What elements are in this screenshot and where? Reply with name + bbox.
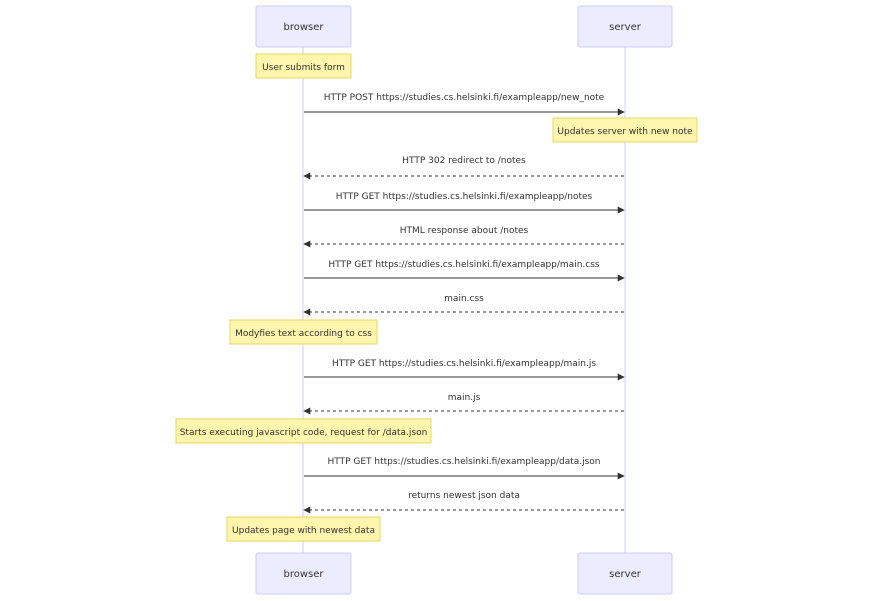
message-json-data-label: returns newest json data xyxy=(408,491,520,501)
server-actor-top-label: server xyxy=(609,22,642,33)
message-post-new-note: HTTP POST https://studies.cs.helsinki.fi… xyxy=(304,93,625,116)
note-updates-page: Updates page with newest data xyxy=(226,516,381,542)
note-starts-executing-label: Starts executing javascript code, reques… xyxy=(180,428,428,438)
message-main-js: main.js xyxy=(303,393,624,415)
note-user-submits-form-label: User submits form xyxy=(262,63,345,73)
message-get-main-css-label: HTTP GET https://studies.cs.helsinki.fi/… xyxy=(328,260,599,270)
message-get-data-json-label: HTTP GET https://studies.cs.helsinki.fi/… xyxy=(327,457,600,467)
message-get-main-css: HTTP GET https://studies.cs.helsinki.fi/… xyxy=(304,260,625,282)
message-redirect-302-label: HTTP 302 redirect to /notes xyxy=(402,156,526,166)
message-html-response-label: HTML response about /notes xyxy=(400,226,529,236)
note-updates-server: Updates server with new note xyxy=(552,117,698,143)
message-main-css: main.css xyxy=(303,294,624,316)
browser-actor-bottom-label: browser xyxy=(283,569,324,580)
note-user-submits-form: User submits form xyxy=(255,53,352,79)
message-get-notes-label: HTTP GET https://studies.cs.helsinki.fi/… xyxy=(336,192,593,202)
note-starts-executing: Starts executing javascript code, reques… xyxy=(175,418,432,444)
message-main-css-label: main.css xyxy=(444,294,484,304)
browser-actor-top-label: browser xyxy=(283,22,324,33)
note-updates-page-label: Updates page with newest data xyxy=(232,526,375,536)
message-main-js-label: main.js xyxy=(448,393,481,403)
message-html-response: HTML response about /notes xyxy=(303,226,624,248)
browser-actor-top: browser xyxy=(255,5,352,48)
note-updates-server-label: Updates server with new note xyxy=(557,127,693,137)
browser-actor-bottom: browser xyxy=(255,552,352,595)
message-json-data: returns newest json data xyxy=(303,491,624,514)
server-actor-bottom-label: server xyxy=(609,569,642,580)
message-get-notes: HTTP GET https://studies.cs.helsinki.fi/… xyxy=(304,192,625,214)
message-post-new-note-label: HTTP POST https://studies.cs.helsinki.fi… xyxy=(324,93,605,103)
server-actor-bottom: server xyxy=(577,552,673,595)
server-actor-top: server xyxy=(577,5,673,48)
note-modifies-text: Modyfies text according to css xyxy=(229,319,378,345)
message-get-main-js-label: HTTP GET https://studies.cs.helsinki.fi/… xyxy=(332,359,596,369)
note-modifies-text-label: Modyfies text according to css xyxy=(235,329,372,339)
message-redirect-302: HTTP 302 redirect to /notes xyxy=(303,156,624,180)
message-get-data-json: HTTP GET https://studies.cs.helsinki.fi/… xyxy=(304,457,625,480)
message-get-main-js: HTTP GET https://studies.cs.helsinki.fi/… xyxy=(304,359,625,381)
